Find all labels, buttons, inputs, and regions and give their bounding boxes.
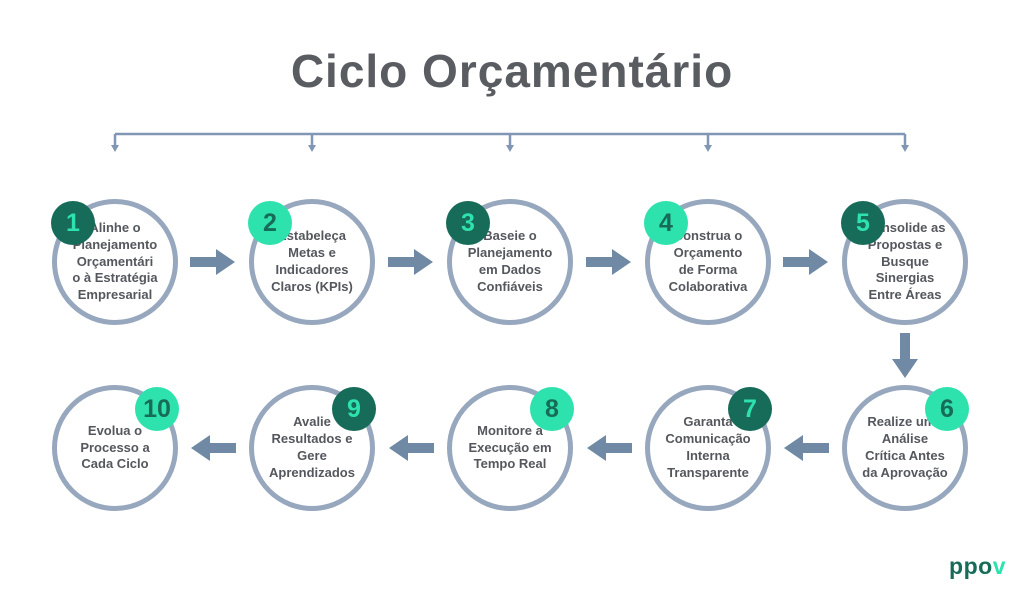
step-number-badge: 4 (644, 201, 688, 245)
step-circle-5: 5 Consolide as Propostas e Busque Sinerg… (841, 199, 968, 325)
step-label: Construa o Orçamento de Forma Colaborati… (668, 228, 748, 294)
step-circle-3: 3 Baseie o Planejamento em Dados Confiáv… (446, 199, 573, 325)
step-label: Consolide as Propostas e Busque Sinergia… (864, 219, 946, 303)
step-circle-9: 9 Avalie Resultados e Gere Aprendizados (249, 385, 376, 511)
step-number-badge: 10 (135, 387, 179, 431)
arrow-left-icon (389, 435, 434, 461)
step-label: Avalie Resultados e Gere Aprendizados (269, 414, 355, 480)
step-number-badge: 2 (248, 201, 292, 245)
step-label: Estabeleça Metas e Indicadores Claros (K… (271, 228, 353, 294)
step-number-badge: 6 (925, 387, 969, 431)
step-label: Realize uma Análise Crítica Antes da Apr… (862, 414, 948, 480)
step-label: Alinhe o Planejamento Orçamentári o à Es… (72, 219, 158, 303)
step-label: Evolua o Processo a Cada Ciclo (80, 422, 150, 472)
arrow-left-icon (587, 435, 632, 461)
ppov-logo: ppov (949, 553, 1006, 580)
arrow-right-icon (586, 249, 631, 275)
logo-checkmark: v (992, 553, 1006, 579)
step-circle-7: 7 Garanta Comunicação Interna Transparen… (645, 385, 772, 511)
step-circle-10: 10 Evolua o Processo a Cada Ciclo (52, 385, 179, 511)
page-title: Ciclo Orçamentário (290, 45, 734, 97)
step-circle-2: 2 Estabeleça Metas e Indicadores Claros … (248, 199, 375, 325)
arrow-left-icon (784, 435, 829, 461)
arrow-right-icon (190, 249, 235, 275)
arrow-right-icon (783, 249, 828, 275)
top-bracket-connector (111, 132, 909, 152)
arrow-right-icon (388, 249, 433, 275)
step-number-badge: 7 (728, 387, 772, 431)
step-number-badge: 3 (446, 201, 490, 245)
arrow-down-icon (892, 333, 918, 378)
arrow-left-icon (191, 435, 236, 461)
step-label: Garanta Comunicação Interna Transparente (665, 414, 751, 480)
step-label: Baseie o Planejamento em Dados Confiávei… (467, 228, 553, 294)
step-label: Monitore a Execução em Tempo Real (468, 422, 552, 472)
step-number-badge: 8 (530, 387, 574, 431)
step-circle-8: 8 Monitore a Execução em Tempo Real (447, 385, 574, 511)
logo-text: ppo (949, 553, 993, 579)
step-circle-6: 6 Realize uma Análise Crítica Antes da A… (842, 385, 969, 511)
step-circle-4: 4 Construa o Orçamento de Forma Colabora… (644, 199, 771, 325)
step-number-badge: 1 (51, 201, 95, 245)
step-number-badge: 5 (841, 201, 885, 245)
step-number-badge: 9 (332, 387, 376, 431)
step-circle-1: 1 Alinhe o Planejamento Orçamentári o à … (51, 199, 178, 325)
